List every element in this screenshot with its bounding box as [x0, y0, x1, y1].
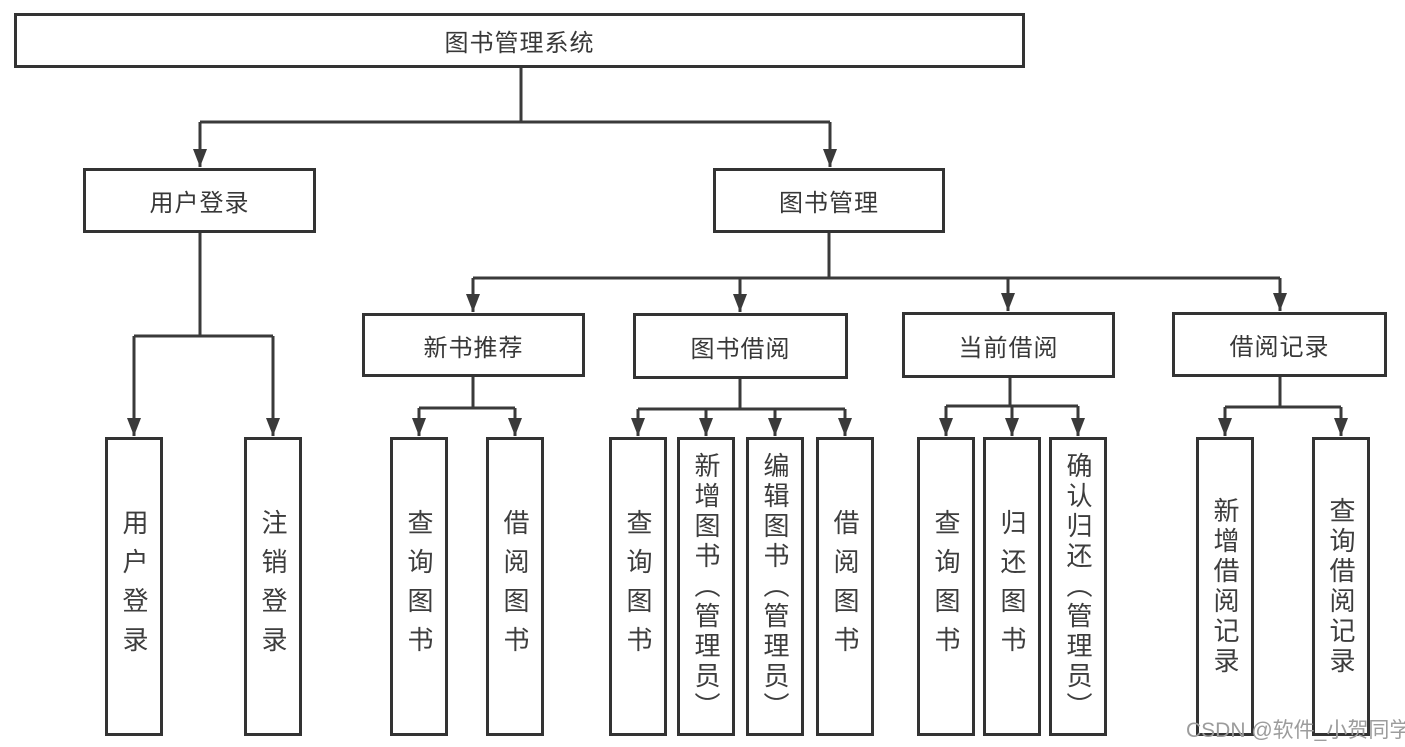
node-leaf-return-book: 归还图书	[983, 437, 1041, 736]
node-label: 编辑图书（管理员）	[760, 451, 790, 722]
node-leaf-search-books-recommend: 查询图书	[390, 437, 448, 736]
connectors	[127, 68, 1348, 436]
node-label: 查询图书	[623, 508, 653, 665]
csdn-watermark: CSDN @软件_小贺同学	[1186, 719, 1405, 742]
node-book-management: 图书管理	[713, 168, 945, 233]
node-leaf-user-login: 用户登录	[105, 437, 163, 736]
node-leaf-borrow-books: 借阅图书	[816, 437, 874, 736]
node-new-book-recommend: 新书推荐	[362, 313, 585, 377]
node-leaf-logout: 注销登录	[244, 437, 302, 736]
node-leaf-search-books-current: 查询图书	[917, 437, 975, 736]
node-leaf-add-borrow-record: 新增借阅记录	[1196, 437, 1254, 736]
node-leaf-borrow-books-recommend: 借阅图书	[486, 437, 544, 736]
node-user-login: 用户登录	[83, 168, 316, 233]
node-label: 新书推荐	[423, 334, 524, 362]
node-label: 借阅图书	[500, 508, 530, 665]
node-leaf-confirm-return-admin: 确认归还（管理员）	[1049, 437, 1107, 736]
node-current-borrowing: 当前借阅	[902, 312, 1115, 378]
node-leaf-search-books-borrowing: 查询图书	[609, 437, 667, 736]
node-leaf-edit-book-admin: 编辑图书（管理员）	[746, 437, 804, 736]
node-label: 新增图书（管理员）	[691, 451, 721, 722]
node-label: 确认归还（管理员）	[1063, 451, 1093, 722]
node-label: 归还图书	[997, 508, 1027, 665]
node-leaf-add-book-admin: 新增图书（管理员）	[677, 437, 735, 736]
node-label: 查询借阅记录	[1326, 496, 1356, 677]
node-label: 注销登录	[258, 508, 288, 665]
node-label: 借阅记录	[1229, 334, 1330, 361]
node-leaf-query-borrow-record: 查询借阅记录	[1312, 437, 1370, 736]
node-root-library-system: 图书管理系统	[14, 13, 1025, 68]
node-label: 查询图书	[404, 508, 434, 665]
node-label: 图书借阅	[690, 335, 791, 363]
node-book-borrowing: 图书借阅	[633, 313, 848, 379]
node-label: 新增借阅记录	[1210, 496, 1240, 677]
node-label: 用户登录	[149, 190, 250, 217]
node-borrow-records: 借阅记录	[1172, 312, 1387, 377]
node-label: 用户登录	[119, 508, 149, 665]
node-label: 查询图书	[931, 508, 961, 665]
node-label: 当前借阅	[958, 334, 1059, 362]
node-label: 图书管理	[779, 190, 879, 217]
node-label: 图书管理系统	[444, 30, 595, 57]
node-label: 借阅图书	[830, 508, 860, 665]
